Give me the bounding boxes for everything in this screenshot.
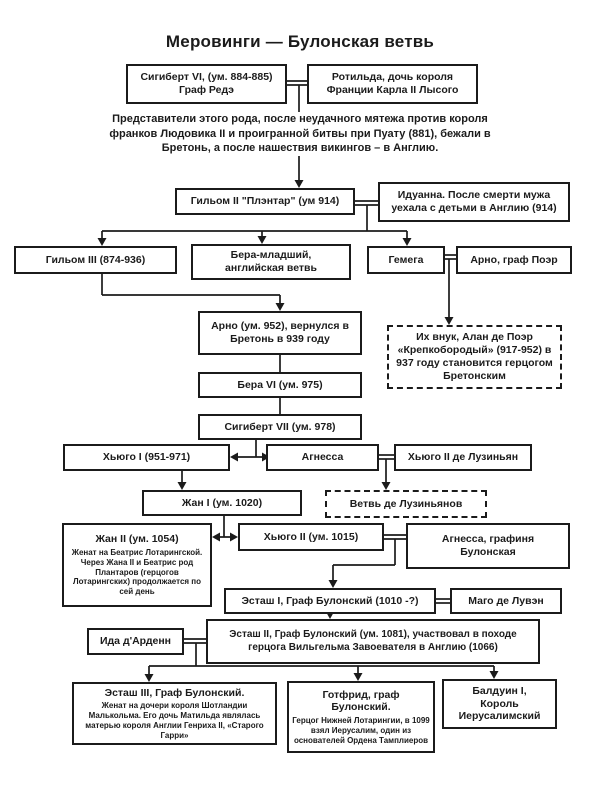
node-jean-ii: Жан II (ум. 1054) Женат на Беатрис Лотар… — [62, 523, 212, 607]
node-iduanna: Идуанна. После смерти мужа уехала с деть… — [378, 182, 570, 222]
marriage-sigebert-rotilda — [285, 80, 307, 188]
node-gemega: Гемега — [367, 246, 445, 274]
node-jean-ii-note: Женат на Беатрис Лотарингской. Через Жан… — [71, 548, 203, 597]
node-balduin-i: Балдуин I, Король Иерусалимский — [442, 679, 557, 729]
node-hugo-i: Хьюго I (951-971) — [63, 444, 230, 471]
node-guillaume-iii: Гильом III (874-936) — [14, 246, 177, 274]
node-hugo-ii-lusignan: Хьюго II де Лузиньян — [394, 444, 532, 471]
sigebert7-split — [230, 440, 270, 462]
node-lusignan-branch: Ветвь де Лузиньянов — [325, 490, 487, 518]
node-eustache-iii-title: Эсташ III, Граф Булонский. — [104, 686, 245, 699]
node-hugo-ii: Хьюго II (ум. 1015) — [238, 523, 384, 551]
node-bera-junior: Бера-младший, английская ветвь — [191, 244, 351, 280]
family-history-note: Представители этого рода, после неудачно… — [109, 113, 491, 155]
node-jean-ii-title: Жан II (ум. 1054) — [95, 533, 179, 546]
node-ida-d-ardennes: Ида д'Арденн — [87, 628, 184, 655]
node-agnessa: Агнесса — [266, 444, 379, 471]
marriage-ida-eustache2 — [144, 638, 499, 682]
marriage-hugo2-agnessa — [328, 534, 406, 588]
node-eustache-iii: Эсташ III, Граф Булонский. Женат на доче… — [72, 682, 277, 745]
node-gottfried-title: Готфрид, граф Булонский. — [322, 688, 400, 714]
node-gottfried: Готфрид, граф Булонский. Герцог Нижней Л… — [287, 681, 435, 753]
node-mago-de-louvain: Маго де Лувэн — [450, 588, 562, 614]
node-agnessa-boulogne: Агнесса, графиня Булонская — [406, 523, 570, 569]
node-gottfried-note: Герцог Нижней Лотарингии, в 1099 взял Ие… — [292, 716, 430, 745]
node-bera-vi: Бера VI (ум. 975) — [198, 372, 362, 398]
node-eustache-iii-note: Женат на дочери короля Шотландии Малькол… — [85, 701, 264, 740]
guillaume3-to-arno — [101, 274, 285, 311]
hugo1-to-jean1 — [177, 471, 187, 490]
node-arno-952: Арно (ум. 952), вернулся в Бретонь в 939… — [198, 311, 362, 355]
node-sigebert-vi: Сигиберт VI, (ум. 884-885) Граф Редэ — [126, 64, 287, 104]
node-rotilda: Ротильда, дочь короля Франции Карла II Л… — [307, 64, 478, 104]
diagram-title: Меровинги — Булонская ветвь — [165, 32, 435, 51]
node-arno-graf-poer: Арно, граф Поэр — [456, 246, 572, 274]
node-alan-de-poer: Их внук, Алан де Поэр «Крепкобородый» (9… — [387, 325, 562, 389]
marriage-gemega-arno — [444, 254, 456, 325]
jean1-split — [212, 516, 238, 542]
marriage-guillaume2-iduanna — [97, 200, 412, 246]
node-eustache-i: Эсташ I, Граф Булонский (1010 -?) — [224, 588, 436, 614]
node-guillaume-ii: Гильом II "Плэнтар" (ум 914) — [175, 188, 355, 215]
marriage-agnessa-lusignan — [379, 454, 394, 490]
node-jean-i: Жан I (ум. 1020) — [142, 490, 302, 516]
node-eustache-ii: Эсташ II, Граф Булонский (ум. 1081), уча… — [206, 619, 540, 664]
node-sigebert-vii: Сигиберт VII (ум. 978) — [198, 414, 362, 440]
